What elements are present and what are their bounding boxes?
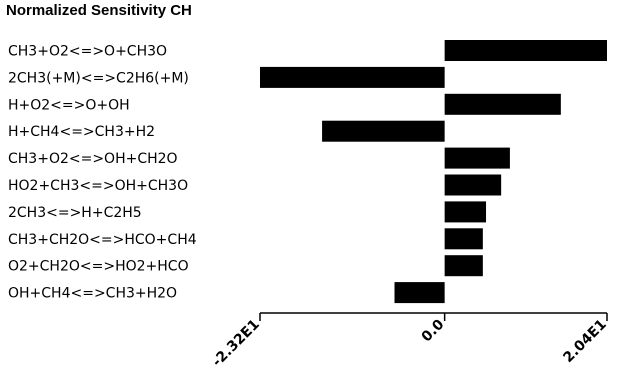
bar <box>260 66 445 88</box>
bar <box>322 120 445 142</box>
x-tick-label: -2.32E1 <box>209 317 263 371</box>
bar <box>444 201 487 223</box>
category-label: O2+CH2O<=>HO2+HCO <box>8 259 189 275</box>
category-label: 2CH3(+M)<=>C2H6(+M) <box>8 70 189 86</box>
chart-title: Normalized Sensitivity CH <box>6 2 192 19</box>
bar <box>444 93 561 115</box>
category-label: H+CH4<=>CH3+H2 <box>8 124 155 140</box>
category-label: CH3+O2<=>OH+CH2O <box>8 151 178 167</box>
category-labels: CH3+O2<=>O+CH3O 2CH3(+M)<=>C2H6(+M) H+O2<=… <box>8 44 197 302</box>
bars <box>260 40 607 304</box>
category-label: 2CH3<=>H+C2H5 <box>8 205 142 221</box>
bar <box>444 40 607 61</box>
category-label: HO2+CH3<=>OH+CH3O <box>8 178 188 194</box>
category-label: CH3+O2<=>O+CH3O <box>8 44 167 60</box>
category-label: CH3+CH2O<=>HCO+CH4 <box>8 232 197 248</box>
category-label: OH+CH4<=>CH3+H2O <box>8 286 177 302</box>
bar <box>444 174 502 196</box>
bar <box>394 282 445 304</box>
bar <box>444 147 510 169</box>
x-tick-label: 0.0 <box>419 316 448 345</box>
x-axis: -2.32E1 0.0 2.04E1 <box>209 312 610 371</box>
x-tick-label: 2.04E1 <box>560 317 609 366</box>
category-label: H+O2<=>O+OH <box>8 97 130 113</box>
bar <box>444 228 483 250</box>
bar <box>444 255 483 277</box>
